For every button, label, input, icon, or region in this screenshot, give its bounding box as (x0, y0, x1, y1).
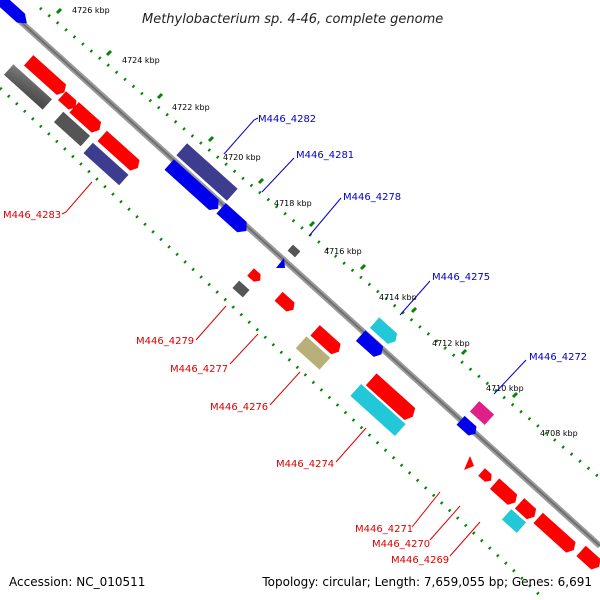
gene-red-3[interactable] (69, 102, 104, 135)
gene-label[interactable]: M446_4283 (3, 210, 61, 221)
leader-line (429, 505, 461, 541)
genes (0, 0, 600, 572)
leader-line (493, 359, 527, 395)
gene-blue-top[interactable] (0, 0, 31, 28)
gene-labels-red: M446_4283 M446_4279 M446_4277 M446_4276 … (3, 210, 449, 566)
gene-navy-2[interactable] (176, 143, 238, 201)
gene-label[interactable]: M446_4270 (372, 539, 430, 550)
gene-label[interactable]: M446_4275 (432, 272, 490, 283)
gene-red-10[interactable] (533, 512, 578, 556)
gene-red-6[interactable] (365, 373, 418, 422)
tick-mark (511, 391, 519, 399)
gene-label[interactable]: M446_4277 (170, 364, 228, 375)
gene-label[interactable]: M446_4274 (276, 459, 334, 470)
tick-mark (257, 177, 265, 185)
gene-labels-blue: M446_4282 M446_4281 M446_4278 M446_4275 … (258, 114, 587, 363)
summary-text: Topology: circular; Length: 7,659,055 bp… (261, 575, 592, 589)
gene-blue-1[interactable] (164, 159, 223, 214)
leader-line (223, 117, 259, 155)
gene-label[interactable]: M446_4278 (343, 192, 401, 203)
gene-magenta[interactable] (469, 401, 495, 425)
tick-label: 4716 kbp (324, 247, 362, 256)
gene-gray-4[interactable] (232, 280, 250, 298)
leader-line (335, 427, 367, 463)
gene-red-11[interactable] (576, 545, 600, 572)
accession-text: Accession: NC_010511 (9, 575, 145, 589)
scale-dots (0, 6, 600, 600)
tick-marks (55, 7, 519, 399)
tick-label: 4726 kbp (72, 6, 110, 15)
tick-mark (359, 263, 367, 271)
gene-label[interactable]: M446_4276 (210, 402, 268, 413)
leader-line (61, 181, 93, 215)
gene-red-9[interactable] (514, 498, 539, 522)
tick-mark (207, 135, 215, 143)
gene-label[interactable]: M446_4269 (391, 555, 449, 566)
gene-cyan-3[interactable] (501, 509, 527, 533)
leader-line (308, 197, 342, 237)
gene-blue-small[interactable] (276, 258, 285, 268)
gene-cyan-1[interactable] (369, 317, 400, 346)
gene-blue-2[interactable] (216, 203, 251, 236)
page-title: Methylobacterium sp. 4-46, complete geno… (142, 12, 443, 27)
tick-label: 4712 kbp (432, 339, 470, 348)
gene-red-7[interactable] (478, 468, 494, 484)
tick-labels: 4726 kbp 4724 kbp 4722 kbp 4720 kbp 4718… (72, 6, 578, 438)
gene-red-8[interactable] (489, 478, 520, 507)
gene-olive[interactable] (295, 336, 331, 370)
gene-gray-3[interactable] (287, 244, 301, 258)
tick-label: 4724 kbp (122, 56, 160, 65)
gene-red-4[interactable] (97, 130, 142, 174)
tick-label: 4720 kbp (223, 153, 261, 162)
gene-red-2[interactable] (58, 91, 79, 112)
leader-line (269, 371, 301, 406)
gene-red-tiny[interactable] (464, 456, 474, 470)
tick-mark (308, 220, 316, 228)
leader-lines-red (61, 181, 481, 557)
gene-red-5[interactable] (310, 325, 343, 357)
gene-blue-4[interactable] (456, 415, 480, 438)
tick-label: 4718 kbp (274, 199, 312, 208)
tick-mark (55, 7, 63, 15)
gene-label[interactable]: M446_4271 (355, 524, 413, 535)
gene-gray-1[interactable] (3, 64, 53, 110)
gene-red-small-2[interactable] (274, 291, 298, 314)
leader-lines-blue (223, 117, 527, 395)
gene-label[interactable]: M446_4279 (136, 336, 194, 347)
tick-label: 4708 kbp (540, 429, 578, 438)
leader-line (261, 157, 295, 193)
gene-navy-1[interactable] (83, 142, 129, 186)
tick-mark (460, 348, 468, 356)
gene-blue-3[interactable] (355, 330, 386, 359)
leader-line (411, 491, 441, 528)
gene-red-1[interactable] (23, 55, 69, 98)
outer-dotted-scale-line (39, 6, 600, 480)
gene-label[interactable]: M446_4272 (529, 352, 587, 363)
leader-line (399, 280, 431, 316)
tick-mark (156, 92, 164, 100)
gene-gray-2[interactable] (53, 111, 91, 147)
leader-line (449, 521, 481, 557)
gene-label[interactable]: M446_4281 (296, 150, 354, 161)
leader-line (229, 333, 259, 365)
gene-red-small-1[interactable] (247, 268, 263, 284)
tick-label: 4714 kbp (379, 293, 417, 302)
leader-line (195, 305, 227, 341)
backbone (0, 0, 600, 549)
gene-cyan-2[interactable] (350, 383, 406, 437)
tick-label: 4710 kbp (486, 384, 524, 393)
tick-label: 4722 kbp (172, 103, 210, 112)
gene-label[interactable]: M446_4282 (258, 114, 316, 125)
tick-mark (105, 49, 113, 57)
tick-mark (410, 306, 418, 314)
